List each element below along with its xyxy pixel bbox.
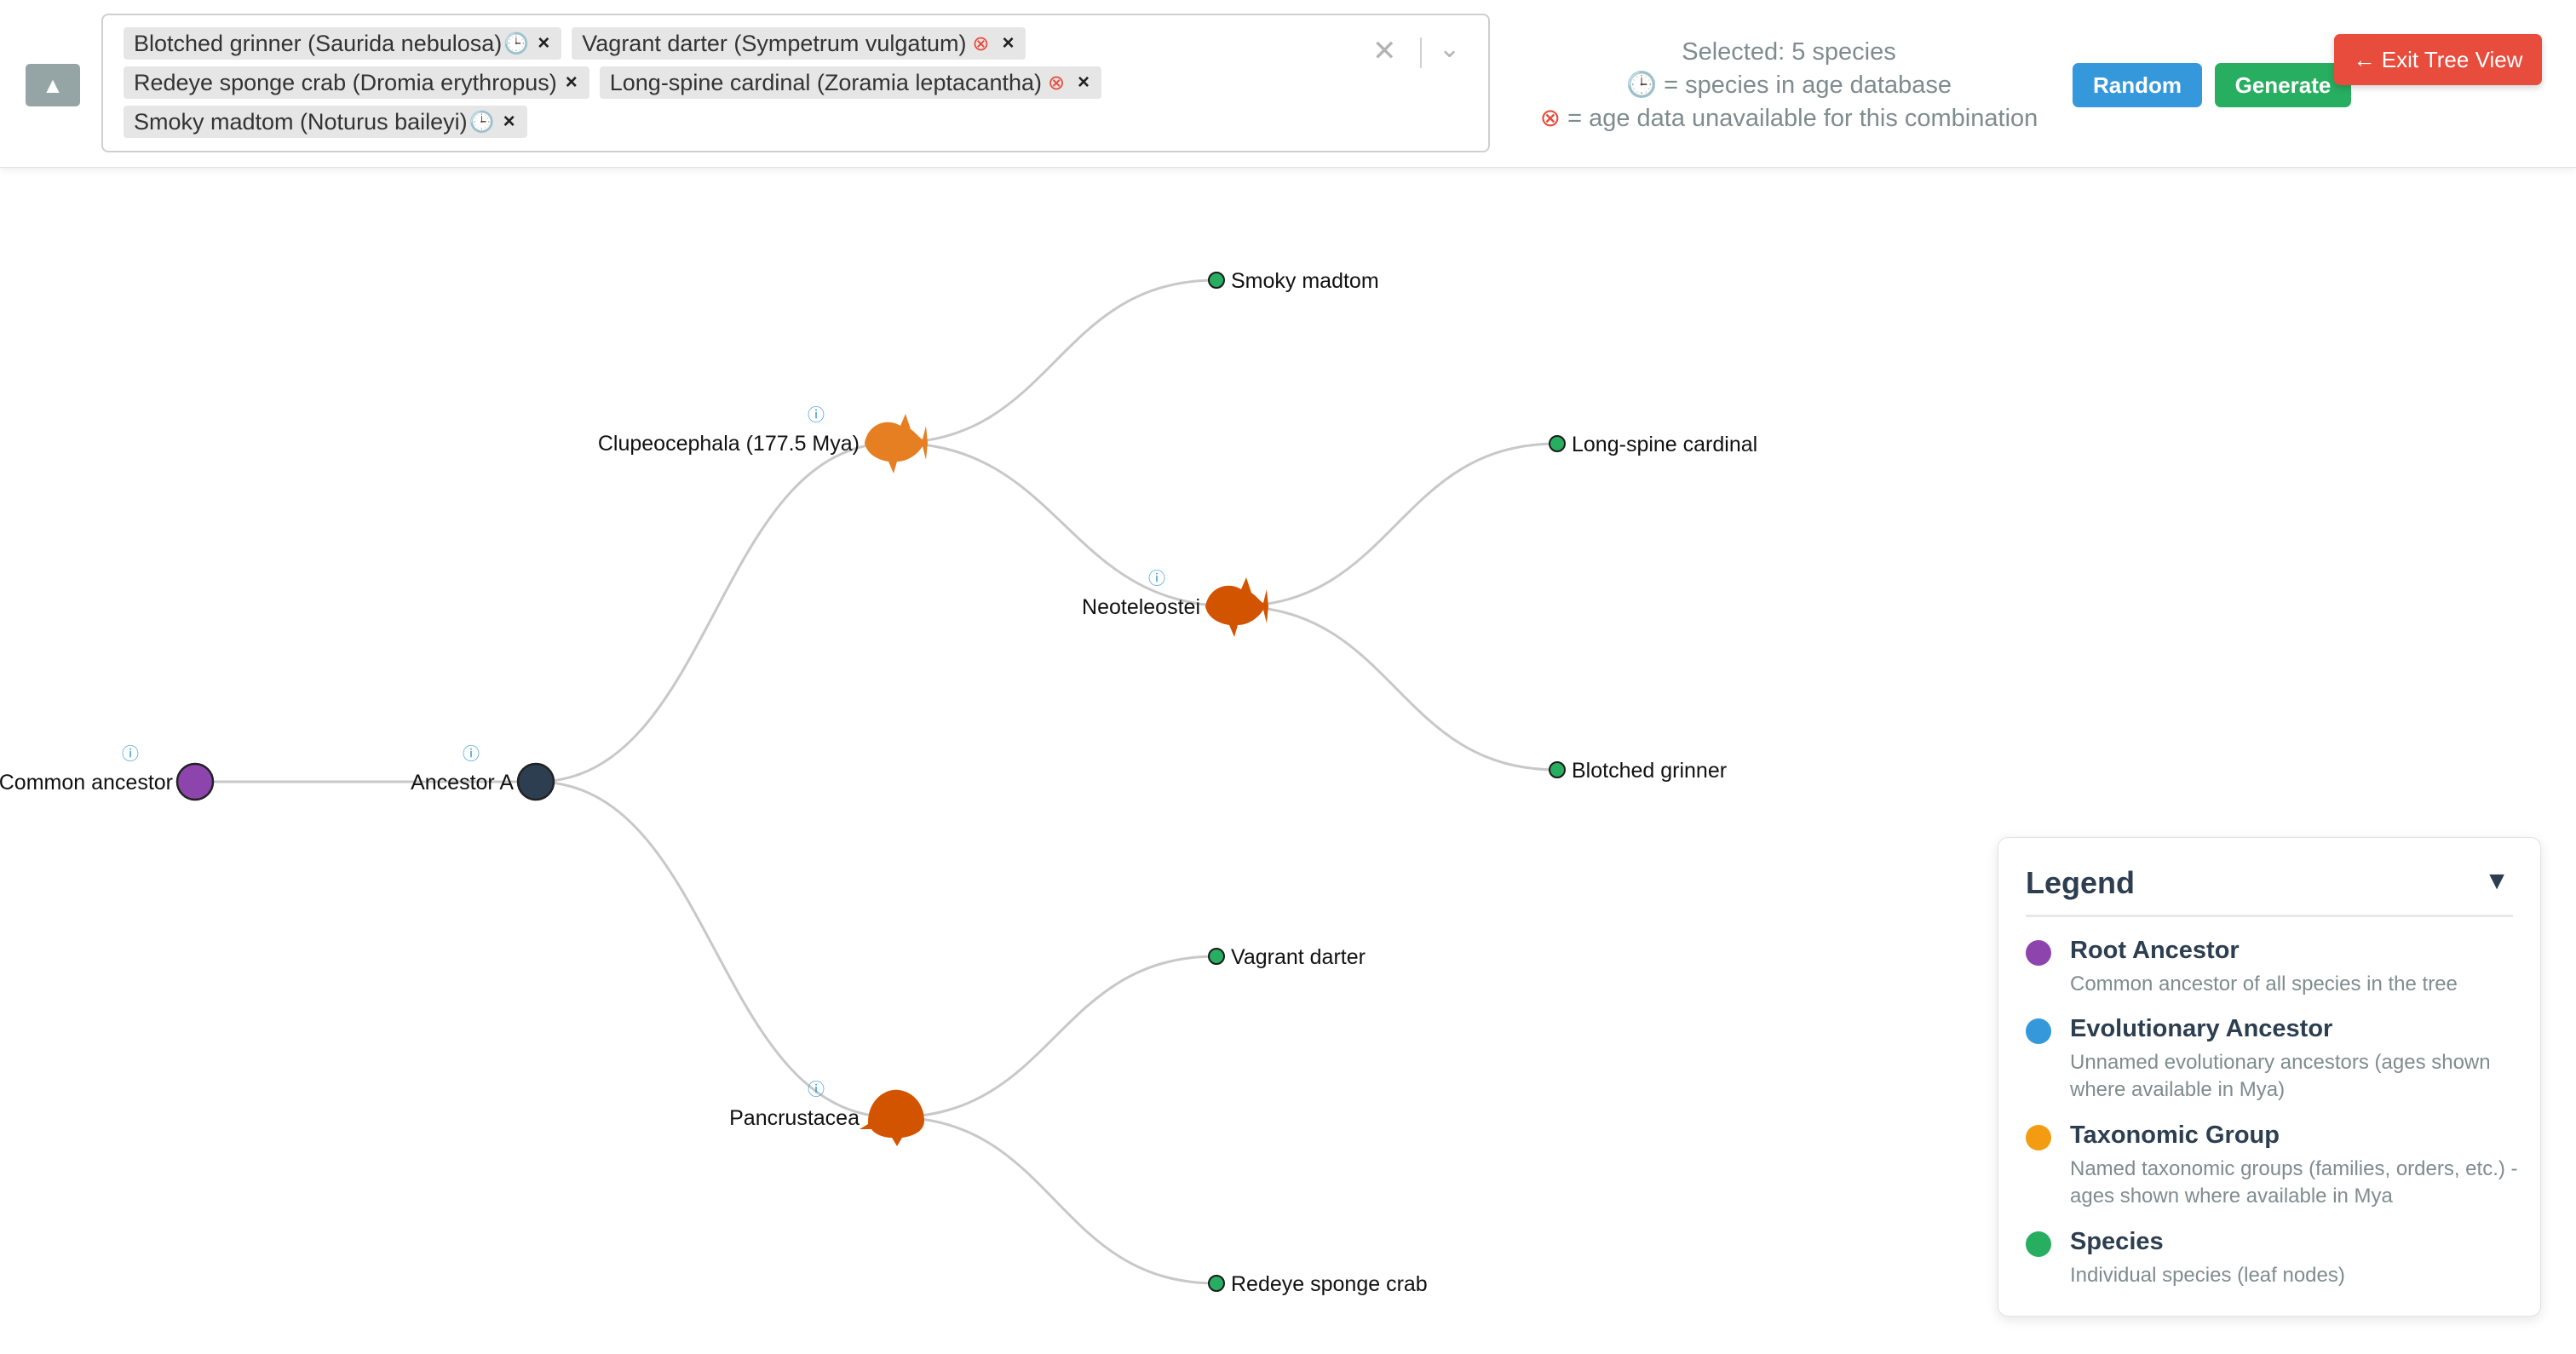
tree-link: [893, 441, 1235, 608]
info-icon[interactable]: ⓘ: [463, 743, 480, 764]
species-node-circle: [1208, 272, 1225, 289]
species-tag: Smoky madtom (Noturus baileyi)🕒 ×: [124, 106, 527, 138]
clock-legend-line: 🕒 = species in age database: [1626, 72, 1952, 99]
legend-item-name: Root Ancestor: [2070, 937, 2240, 964]
legend-collapse-icon[interactable]: ▼: [2484, 867, 2510, 895]
nodata-legend-line: ⊗ = age data unavailable for this combin…: [1539, 105, 2038, 132]
clear-all-icon[interactable]: ✕: [1372, 35, 1397, 67]
species-node-circle: [1208, 948, 1225, 965]
ancestor-node-circle: [516, 762, 555, 801]
top-toolbar: ▲ Blotched grinner (Saurida nebulosa)🕒×V…: [0, 0, 2576, 168]
tree-node-longspine[interactable]: Long-spine cardinal: [1549, 433, 1757, 456]
info-icon[interactable]: ⓘ: [808, 404, 825, 425]
no-data-icon: ⊗: [1539, 105, 1561, 132]
tree-node-smoky[interactable]: Smoky madtom: [1208, 269, 1379, 293]
legend-item-name: Species: [2070, 1228, 2164, 1255]
info-icon[interactable]: ⓘ: [808, 1079, 825, 1099]
crustacean-silhouette-icon: [860, 1089, 924, 1146]
species-color-dot: [2026, 1231, 2051, 1257]
species-tag-label: Vagrant darter (Sympetrum vulgatum): [582, 30, 967, 56]
remove-tag-icon[interactable]: ×: [1002, 32, 1015, 55]
species-tag-label: Long-spine cardinal (Zoramia leptacantha…: [609, 69, 1043, 95]
tree-node-a[interactable]: Ancestor A ⓘ: [411, 743, 555, 801]
remove-tag-icon[interactable]: ×: [1078, 71, 1090, 94]
tree-node-blotched[interactable]: Blotched grinner: [1549, 759, 1727, 783]
triangle-up-icon: ▲: [42, 72, 64, 98]
root-color-dot: [2026, 940, 2051, 966]
no-data-icon: ⊗: [1047, 71, 1066, 95]
node-label: Smoky madtom: [1231, 269, 1379, 293]
node-label: Redeye sponge crab: [1231, 1272, 1428, 1296]
legend-item-desc: Common ancestor of all species in the tr…: [2070, 972, 2458, 995]
legend-item-desc: Unnamed evolutionary ancestors (ages sho…: [2070, 1051, 2491, 1101]
node-label: Long-spine cardinal: [1572, 433, 1757, 456]
node-label: Vagrant darter: [1231, 945, 1366, 969]
no-data-icon: ⊗: [972, 32, 990, 55]
fish-silhouette-icon: [1205, 577, 1268, 637]
species-node-circle: [1549, 435, 1566, 452]
node-label: Common ancestor: [0, 771, 173, 795]
selection-status: Selected: 5 species 🕒 = species in age d…: [1525, 36, 2053, 135]
clock-icon: 🕒: [503, 32, 530, 55]
tree-link: [1233, 605, 1558, 772]
tree-link: [893, 278, 1217, 445]
species-tag-label: Smoky madtom (Noturus baileyi): [134, 108, 468, 135]
species-tag-label: Blotched grinner (Saurida nebulosa): [134, 30, 503, 56]
legend-title: Legend: [2026, 865, 2136, 900]
clock-icon: 🕒: [1626, 72, 1658, 99]
generate-button[interactable]: Generate: [2215, 63, 2351, 107]
tree-link: [893, 1116, 1217, 1285]
tree-node-root[interactable]: Common ancestor ⓘ: [0, 743, 215, 801]
tree-link: [535, 780, 894, 1119]
node-label: Ancestor A: [411, 771, 514, 795]
remove-tag-icon[interactable]: ×: [503, 110, 515, 133]
legend-panel: Legend ▼ Root Ancestor Common ancestor o…: [1998, 837, 2541, 1317]
taxon-color-dot: [2026, 1125, 2051, 1150]
legend-item-name: Evolutionary Ancestor: [2070, 1015, 2333, 1042]
tree-link: [893, 955, 1217, 1119]
species-tag: Long-spine cardinal (Zoramia leptacantha…: [599, 66, 1102, 99]
clock-icon: 🕒: [469, 110, 495, 134]
random-button[interactable]: Random: [2073, 63, 2202, 107]
tree-node-pan[interactable]: Pancrustacea ⓘ: [729, 1079, 924, 1146]
species-tag-label: Redeye sponge crab (Dromia erythropus): [134, 69, 557, 95]
tree-node-clupeo[interactable]: Clupeocephala (177.5 Mya) ⓘ: [598, 404, 928, 473]
legend-divider: [2026, 915, 2513, 917]
chevron-down-icon[interactable]: ⌄: [1439, 35, 1461, 63]
species-tag: Blotched grinner (Saurida nebulosa)🕒 ×: [124, 27, 562, 60]
selected-count: Selected: 5 species: [1682, 38, 1896, 66]
root-node-circle: [175, 762, 215, 801]
species-node-circle: [1549, 761, 1566, 778]
species-tag: Vagrant darter (Sympetrum vulgatum)⊗ ×: [572, 27, 1026, 60]
legend-item-desc: Named taxonomic groups (families, orders…: [2070, 1157, 2518, 1208]
info-icon[interactable]: ⓘ: [1148, 568, 1165, 588]
species-tag: Redeye sponge crab (Dromia erythropus) ×: [124, 66, 589, 99]
tree-node-vagrant[interactable]: Vagrant darter: [1208, 945, 1366, 969]
legend-item-desc: Individual species (leaf nodes): [2070, 1264, 2345, 1287]
tree-node-redeye[interactable]: Redeye sponge crab: [1208, 1272, 1428, 1296]
info-icon[interactable]: ⓘ: [122, 743, 139, 764]
node-label: Blotched grinner: [1572, 759, 1727, 783]
fish-silhouette-icon: [865, 414, 928, 473]
species-multiselect[interactable]: Blotched grinner (Saurida nebulosa)🕒×Vag…: [101, 14, 1490, 152]
selected-species-tags: Blotched grinner (Saurida nebulosa)🕒×Vag…: [124, 27, 1350, 138]
remove-tag-icon[interactable]: ×: [565, 71, 578, 94]
tree-link: [535, 441, 894, 783]
remove-tag-icon[interactable]: ×: [538, 32, 550, 55]
ancestor-color-dot: [2026, 1018, 2051, 1044]
collapse-toolbar-button[interactable]: ▲: [26, 64, 80, 106]
node-label: Neoteleostei: [1082, 595, 1200, 619]
exit-tree-view-button[interactable]: ← Exit Tree View: [2334, 34, 2542, 85]
node-label: Clupeocephala (177.5 Mya): [598, 432, 860, 456]
tree-link: [1233, 442, 1558, 608]
select-separator: [1420, 37, 1422, 68]
tree-node-neo[interactable]: Neoteleostei ⓘ: [1082, 568, 1268, 637]
legend-item-name: Taxonomic Group: [2070, 1122, 2280, 1149]
node-label: Pancrustacea: [729, 1106, 860, 1130]
species-node-circle: [1208, 1275, 1225, 1292]
